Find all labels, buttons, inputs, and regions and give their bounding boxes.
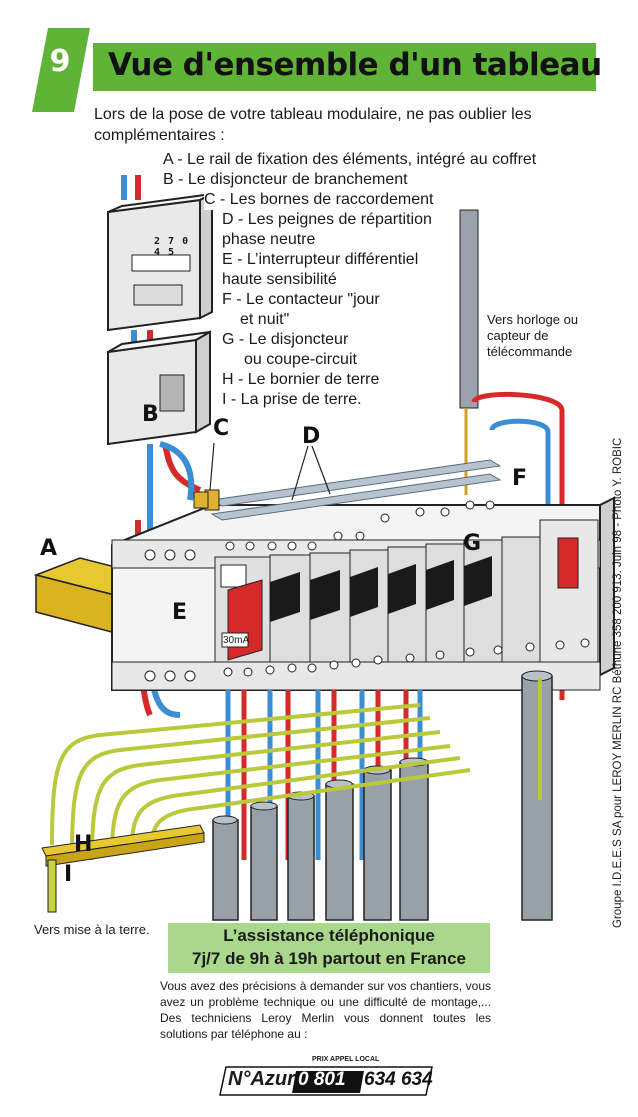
assistance-box [168, 923, 490, 973]
label-h: H [74, 832, 93, 857]
step-number: 9 [49, 44, 71, 79]
electric-meter [107, 192, 213, 332]
label-e: E [172, 600, 188, 625]
label-c: C [213, 416, 230, 441]
azur-badge-top: PRIX APPEL LOCAL [310, 1056, 382, 1063]
legend-e: E - L’interrupteur différentiel [222, 250, 419, 270]
legend-h: H - Le bornier de terre [222, 370, 380, 390]
label-g: G [463, 531, 482, 556]
label-d: D [302, 424, 321, 449]
intro-text: Lors de la pose de votre tableau modulai… [94, 106, 532, 144]
legend-i: I - La prise de terre. [222, 390, 362, 410]
phone-part2: 634 634 [364, 1069, 433, 1090]
legend-a: A - Le rail de fixation des éléments, in… [163, 151, 537, 168]
page-title: Vue d'ensemble d'un tableau [108, 47, 602, 83]
assistance-title: L’assistance téléphonique 7j/7 de 9h à 1… [168, 924, 490, 970]
azur-brand: N°Azur [228, 1068, 295, 1090]
step-badge [32, 28, 90, 112]
legend-f-cont: et nuit" [240, 310, 290, 330]
assistance-title-line2: 7j/7 de 9h à 19h partout en France [192, 949, 466, 968]
label-i: I [64, 862, 73, 887]
assistance-title-line1: L’assistance téléphonique [223, 926, 435, 945]
azur-badge-frame [219, 1066, 433, 1096]
legend-g: G - Le disjoncteur [222, 330, 349, 350]
label-b: B [142, 402, 159, 427]
title-bar [93, 43, 596, 91]
legend-f: F - Le contacteur "jour [222, 290, 380, 310]
rcd-rating: 30mA [223, 635, 250, 646]
legend-b: B - Le disjoncteur de branchement [163, 171, 408, 188]
phone-number-badge: PRIX APPEL LOCAL N°Azur 0 801 634 634 [218, 1056, 436, 1097]
meter-digits: 2 7 0 4 5 [154, 236, 190, 258]
branch-breaker [107, 330, 211, 446]
earth-terminal-bar [41, 824, 205, 867]
note-earth: Vers mise à la terre. [34, 922, 150, 937]
modular-panel [111, 496, 615, 691]
legend-e-cont: haute sensibilité [222, 270, 337, 290]
legend-d: D - Les peignes de répartition [222, 210, 432, 230]
label-a: A [40, 536, 58, 561]
legend-d-cont: phase neutre [222, 230, 316, 250]
supply-wires [121, 175, 141, 200]
comb-busbars [210, 459, 502, 521]
note-telecommand: Vers horloge ou capteur de télécommande [487, 312, 579, 359]
legend-g-cont: ou coupe-circuit [244, 350, 357, 370]
photo-credit: Groupe I.D.E.E.S SA pour LEROY MERLIN RC… [612, 437, 624, 928]
assistance-body: Vous avez des précisions à demander sur … [160, 979, 491, 1041]
label-f: F [512, 466, 528, 491]
phone-part1: 0 801 [298, 1069, 346, 1090]
legend-c: C - Les bornes de raccordement [204, 190, 434, 210]
